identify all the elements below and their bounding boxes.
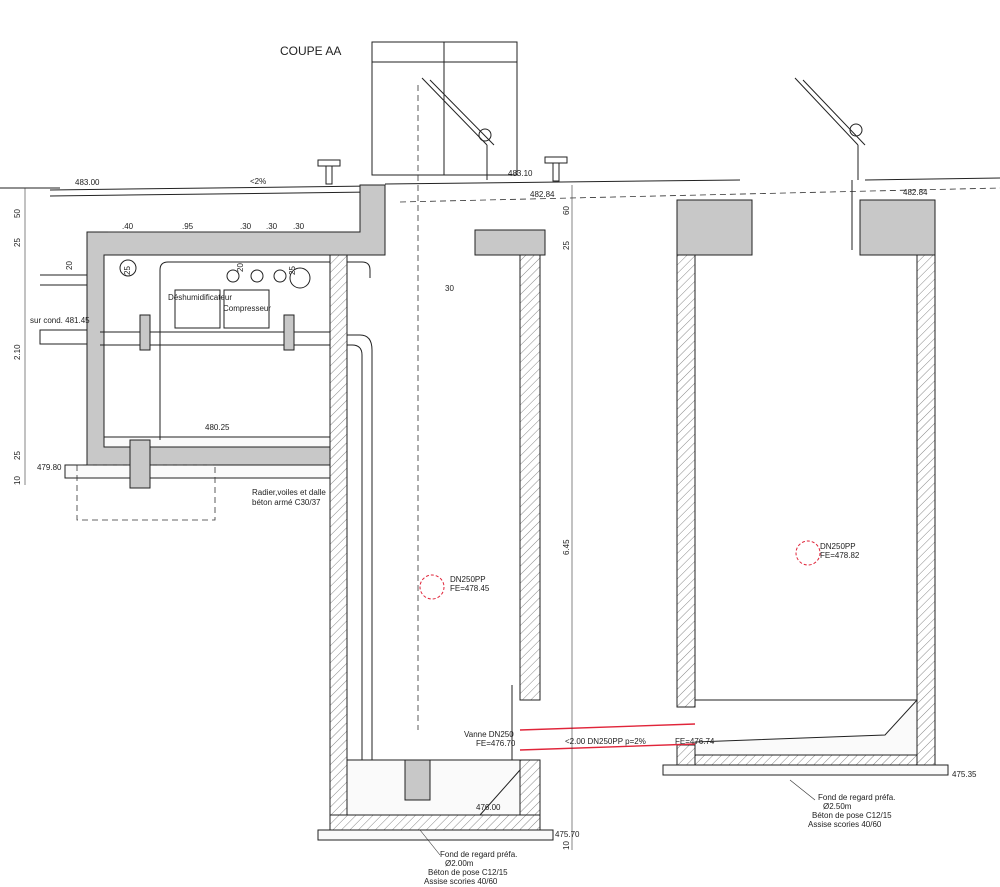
svg-text:.30: .30 — [293, 222, 305, 231]
svg-text:475.35: 475.35 — [952, 770, 977, 779]
crane-left — [417, 77, 495, 730]
well2-legend: Fond de regard préfa. Ø2.50m Béton de po… — [789, 779, 895, 829]
svg-text:DN250PP: DN250PP — [820, 542, 856, 551]
svg-text:béton armé C30/37: béton armé C30/37 — [252, 498, 321, 507]
svg-text:483.00: 483.00 — [75, 178, 100, 187]
svg-text:Assise scories 40/60: Assise scories 40/60 — [424, 877, 498, 886]
svg-text:10: 10 — [562, 841, 571, 850]
svg-text:Béton de pose C12/15: Béton de pose C12/15 — [812, 811, 892, 820]
technical-room — [39, 184, 386, 790]
svg-text:480.25: 480.25 — [205, 423, 230, 432]
svg-text:Béton de pose C12/15: Béton de pose C12/15 — [428, 868, 508, 877]
link-pipe — [519, 723, 696, 751]
svg-text:482.84: 482.84 — [530, 190, 555, 199]
svg-text:Fond de regard préfa.: Fond de regard préfa. — [440, 850, 517, 859]
svg-text:.30: .30 — [266, 222, 278, 231]
vent-caps — [317, 156, 568, 185]
dimension-lines — [24, 185, 573, 850]
svg-text:20: 20 — [65, 261, 74, 270]
level-labels: 483.00 <2% 483.10 482.84 482.84 sur cond… — [30, 169, 977, 839]
pipe-opening-1 — [419, 574, 445, 600]
svg-text:20: 20 — [236, 263, 245, 272]
svg-text:<2%: <2% — [250, 177, 266, 186]
svg-text:60: 60 — [562, 206, 571, 215]
svg-text:6.45: 6.45 — [562, 539, 571, 555]
svg-text:Fond de regard préfa.: Fond de regard préfa. — [818, 793, 895, 802]
crane-right — [794, 77, 866, 250]
kiosk — [371, 41, 518, 176]
svg-text:FE=478.45: FE=478.45 — [450, 584, 490, 593]
svg-text:DN250PP: DN250PP — [450, 575, 486, 584]
svg-text:Vanne DN250: Vanne DN250 — [464, 730, 514, 739]
svg-text:Compresseur: Compresseur — [223, 304, 271, 313]
annotation-notes: Radier,voiles et dalle béton armé C30/37… — [252, 488, 860, 748]
svg-text:Ø2.00m: Ø2.00m — [445, 859, 474, 868]
storage-well — [662, 199, 949, 776]
svg-text:.30: .30 — [240, 222, 252, 231]
well1-legend: Fond de regard préfa. Ø2.00m Béton de po… — [419, 829, 517, 886]
equipment-labels: Déshumidificateur Compresseur — [168, 293, 271, 313]
svg-text:<2.00 DN250PP p=2%: <2.00 DN250PP p=2% — [565, 737, 646, 746]
svg-text:Radier,voiles et dalle: Radier,voiles et dalle — [252, 488, 326, 497]
pump-well — [317, 229, 554, 841]
svg-text:FE=478.82: FE=478.82 — [820, 551, 860, 560]
drawing-title: COUPE AA — [280, 44, 341, 58]
svg-text:476.00: 476.00 — [476, 803, 501, 812]
svg-text:FE=476.70: FE=476.70 — [476, 739, 516, 748]
svg-text:479.80: 479.80 — [37, 463, 62, 472]
svg-text:FE=476.74: FE=476.74 — [675, 737, 715, 746]
svg-text:sur cond. 481.45: sur cond. 481.45 — [30, 316, 90, 325]
svg-text:483.10: 483.10 — [508, 169, 533, 178]
svg-text:10: 10 — [13, 476, 22, 485]
svg-text:25: 25 — [13, 451, 22, 460]
svg-text:30: 30 — [445, 284, 454, 293]
svg-text:25: 25 — [13, 238, 22, 247]
svg-text:25: 25 — [288, 266, 297, 275]
pipe-opening-2 — [795, 540, 821, 566]
svg-text:Déshumidificateur: Déshumidificateur — [168, 293, 232, 302]
svg-text:.40: .40 — [122, 222, 134, 231]
svg-text:Ø2.50m: Ø2.50m — [823, 802, 852, 811]
svg-text:475.70: 475.70 — [555, 830, 580, 839]
svg-text:50: 50 — [13, 209, 22, 218]
svg-text:2.10: 2.10 — [13, 344, 22, 360]
svg-text:Assise scories 40/60: Assise scories 40/60 — [808, 820, 882, 829]
svg-text:25: 25 — [562, 241, 571, 250]
svg-text:25: 25 — [123, 266, 132, 275]
svg-text:482.84: 482.84 — [903, 188, 928, 197]
svg-text:.95: .95 — [182, 222, 194, 231]
ground-line — [0, 177, 1000, 203]
dimension-labels: 50 25 2.10 25 10 .40 .95 .30 .30 .30 20 … — [13, 206, 571, 850]
